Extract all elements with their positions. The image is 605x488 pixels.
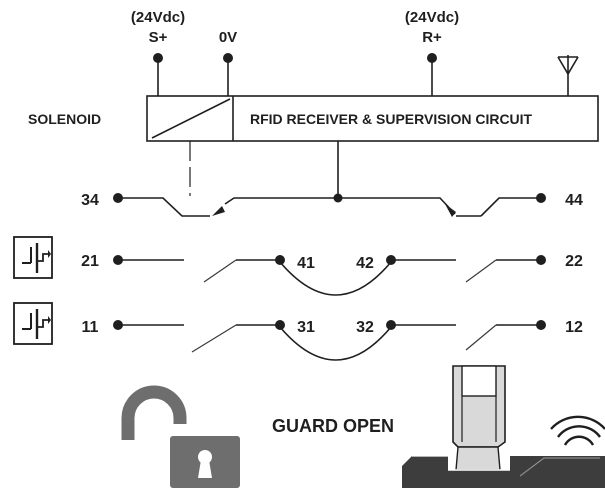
zero-v-terminal	[223, 53, 233, 96]
s-plus-voltage-label: (24Vdc)	[131, 9, 185, 26]
terminal-44-label: 44	[565, 192, 583, 209]
terminal-41-label: 41	[297, 255, 315, 272]
rfid-block-label: RFID RECEIVER & SUPERVISION CIRCUIT	[250, 111, 533, 127]
terminal-11-label: 11	[82, 319, 99, 336]
solenoid-box	[151, 96, 234, 141]
switch-housing	[402, 455, 605, 488]
guard-status-label: GUARD OPEN	[272, 416, 394, 436]
wireless-signal-icon	[550, 415, 605, 446]
terminal-32-label: 32	[356, 319, 374, 336]
r-plus-terminal	[427, 53, 437, 96]
terminal-42-label: 42	[356, 255, 374, 272]
terminal-21-label: 21	[81, 253, 99, 270]
r-plus-label: R+	[422, 29, 442, 46]
contact-34-44	[113, 193, 546, 217]
padlock-open-icon	[121, 385, 240, 488]
contact-21-41-42-22	[113, 255, 546, 296]
rfid-contact-link	[333, 141, 343, 203]
zero-v-label: 0V	[219, 29, 237, 46]
s-plus-label: S+	[149, 29, 168, 46]
contact-11-31-32-12	[113, 320, 546, 361]
door-contact-icon	[13, 302, 53, 345]
door-contact-icon	[13, 236, 53, 279]
terminal-22-label: 22	[565, 253, 583, 270]
solenoid-label: SOLENOID	[28, 111, 101, 127]
r-plus-voltage-label: (24Vdc)	[405, 9, 459, 26]
rfid-actuator	[452, 365, 506, 471]
s-plus-terminal	[153, 53, 163, 96]
terminal-34-label: 34	[81, 192, 99, 209]
terminal-12-label: 12	[565, 319, 583, 336]
terminal-31-label: 31	[297, 319, 315, 336]
antenna-icon	[557, 55, 579, 96]
